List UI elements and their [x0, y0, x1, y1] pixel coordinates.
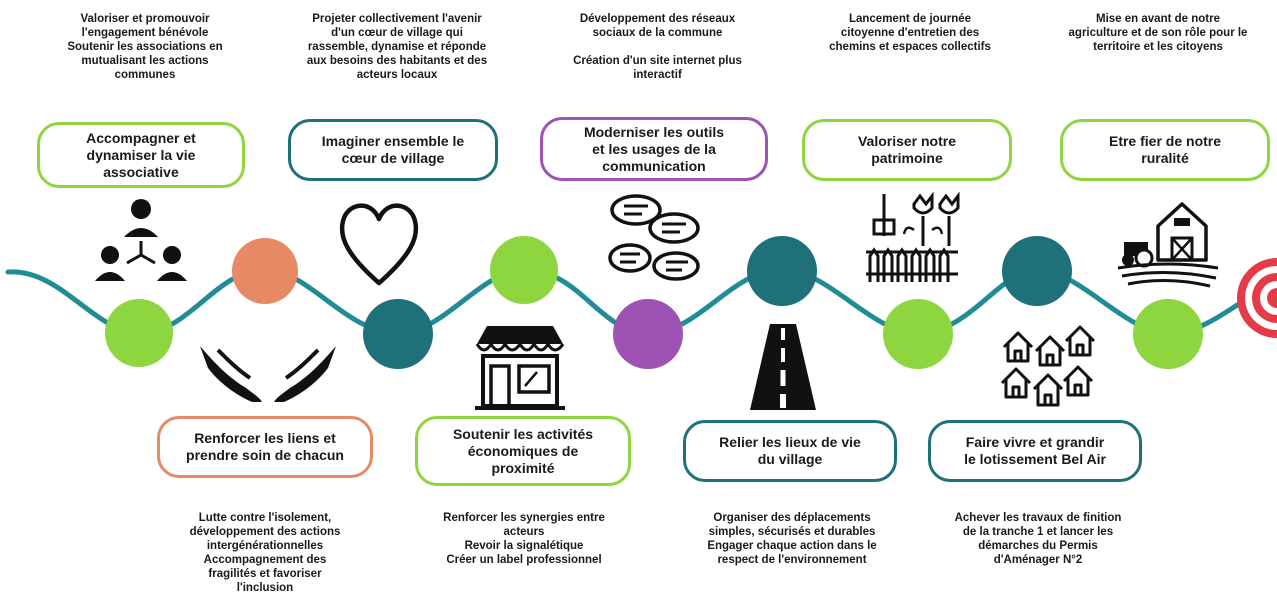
people-network-icon [95, 199, 187, 281]
pill-faire-vivre: Faire vivre et grandir le lotissement Be… [928, 420, 1142, 482]
desc-moderniser: Développement des réseaux sociaux de la … [573, 13, 742, 81]
node-dot-green-1 [105, 299, 173, 367]
heart-icon [339, 203, 419, 286]
node-dot-purple [613, 299, 683, 369]
road-icon [750, 324, 816, 410]
node-dot-teal-2 [747, 236, 817, 306]
garden-icon [866, 191, 960, 282]
node-dot-orange [232, 238, 298, 304]
desc-renforcer: Lutte contre l'isolement, développement … [189, 512, 341, 594]
caring-hands-icon [200, 346, 336, 402]
node-dot-green-3 [883, 299, 953, 369]
desc-faire-vivre: Achever les travaux de finition de la tr… [954, 512, 1122, 566]
pill-moderniser: Moderniser les outils et les usages de l… [540, 117, 768, 181]
pill-soutenir: Soutenir les activités économiques de pr… [415, 416, 631, 486]
node-dot-green-4 [1133, 299, 1203, 369]
desc-imaginer: Projeter collectivement l'avenir d'un cœ… [306, 13, 488, 81]
pill-etre-fier: Etre fier de notre ruralité [1060, 119, 1270, 181]
node-dot-teal-1 [363, 299, 433, 369]
farm-icon [1117, 202, 1219, 288]
target-icon [1237, 258, 1277, 338]
desc-soutenir: Renforcer les synergies entre acteurs Re… [443, 512, 605, 566]
pill-imaginer: Imaginer ensemble le cœur de village [288, 119, 498, 181]
node-dot-green-2 [490, 236, 558, 304]
pill-renforcer: Renforcer les liens et prendre soin de c… [157, 416, 373, 478]
node-dot-teal-3 [1002, 236, 1072, 306]
desc-accompagner: Valoriser et promouvoir l'engagement bén… [67, 13, 223, 81]
desc-relier: Organiser des déplacements simples, sécu… [707, 512, 877, 566]
desc-valoriser: Lancement de journée citoyenne d'entreti… [829, 13, 991, 53]
houses-icon [1000, 325, 1096, 407]
pill-accompagner: Accompagner et dynamiser la vie associat… [37, 122, 245, 188]
pill-relier: Relier les lieux de vie du village [683, 420, 897, 482]
speech-bubbles-icon [608, 194, 700, 281]
shop-icon [475, 326, 565, 410]
pill-valoriser: Valoriser notre patrimoine [802, 119, 1012, 181]
desc-etre-fier: Mise en avant de notre agriculture et de… [1068, 13, 1248, 53]
